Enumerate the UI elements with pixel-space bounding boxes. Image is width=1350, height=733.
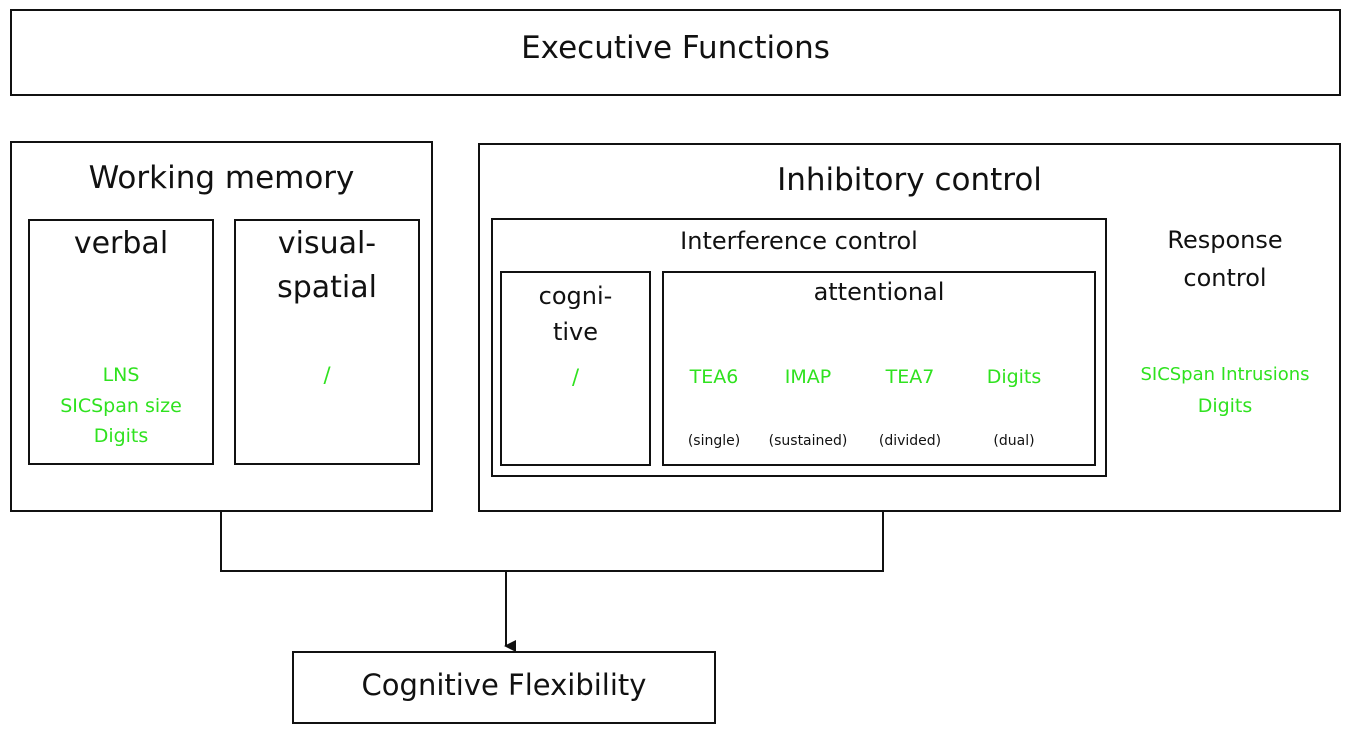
cognitive-flexibility-box: Cognitive Flexibility <box>292 651 716 724</box>
visual-spatial-tests: / <box>323 363 331 387</box>
interference-control-title: Interference control <box>680 227 918 255</box>
verbal-label: verbal <box>73 226 169 261</box>
response-control-title-line2: control <box>1183 264 1267 292</box>
executive-functions-box: Executive Functions <box>10 9 1341 96</box>
verbal-test-lns: LNS <box>102 364 140 386</box>
attentional-type-single: (single) <box>687 433 741 449</box>
response-test-sicspan-intrusions: SICSpan Intrusions <box>1140 364 1310 385</box>
verbal-box: verbal LNS SICSpan size Digits <box>28 219 214 465</box>
inhibitory-control-box: Inhibitory control Interference control … <box>478 143 1341 512</box>
visual-spatial-label-line1: visual- <box>277 226 377 261</box>
attentional-type-divided: (divided) <box>878 433 942 449</box>
cognitive-box: cogni- tive / <box>500 271 651 466</box>
attentional-test-imap: IMAP <box>784 366 832 388</box>
cognitive-flexibility-title: Cognitive Flexibility <box>361 668 647 702</box>
attentional-box: attentional TEA6 (single) IMAP (sustaine… <box>662 271 1096 466</box>
cognitive-label-line2: tive <box>552 318 599 346</box>
cognitive-label-line1: cogni- <box>538 282 613 310</box>
visual-spatial-label-line2: spatial <box>277 270 377 305</box>
working-memory-box: Working memory verbal LNS SICSpan size D… <box>10 141 433 512</box>
verbal-test-digits: Digits <box>93 425 149 447</box>
visual-spatial-box: visual- spatial / <box>234 219 420 465</box>
response-test-digits: Digits <box>1197 395 1253 417</box>
attentional-type-sustained: (sustained) <box>768 433 848 449</box>
interference-control-box: Interference control cogni- tive / atten… <box>491 218 1107 477</box>
response-control-title-line1: Response <box>1167 226 1283 254</box>
working-memory-title: Working memory <box>88 160 355 196</box>
attentional-title: attentional <box>813 278 945 306</box>
attentional-test-tea6: TEA6 <box>689 366 739 388</box>
executive-functions-title: Executive Functions <box>521 30 830 66</box>
attentional-test-tea7: TEA7 <box>885 366 935 388</box>
cognitive-tests: / <box>571 365 580 389</box>
inhibitory-control-title: Inhibitory control <box>777 162 1042 198</box>
attentional-type-dual: (dual) <box>993 433 1035 449</box>
verbal-test-sicspan-size: SICSpan size <box>60 395 182 417</box>
connector-bracket <box>220 511 884 572</box>
attentional-test-digits: Digits <box>986 366 1042 388</box>
